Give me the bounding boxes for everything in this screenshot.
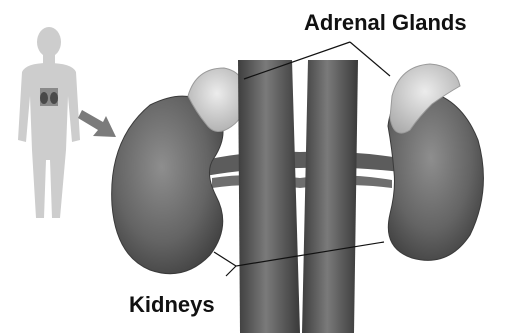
adrenal-glands-label: Adrenal Glands	[296, 8, 473, 39]
arrow-icon	[78, 110, 116, 137]
human-silhouette-icon	[18, 27, 80, 218]
renal-vessels	[205, 152, 400, 188]
vena-cava	[302, 60, 358, 333]
kidneys-label: Kidneys	[113, 288, 223, 323]
aorta	[238, 60, 300, 333]
